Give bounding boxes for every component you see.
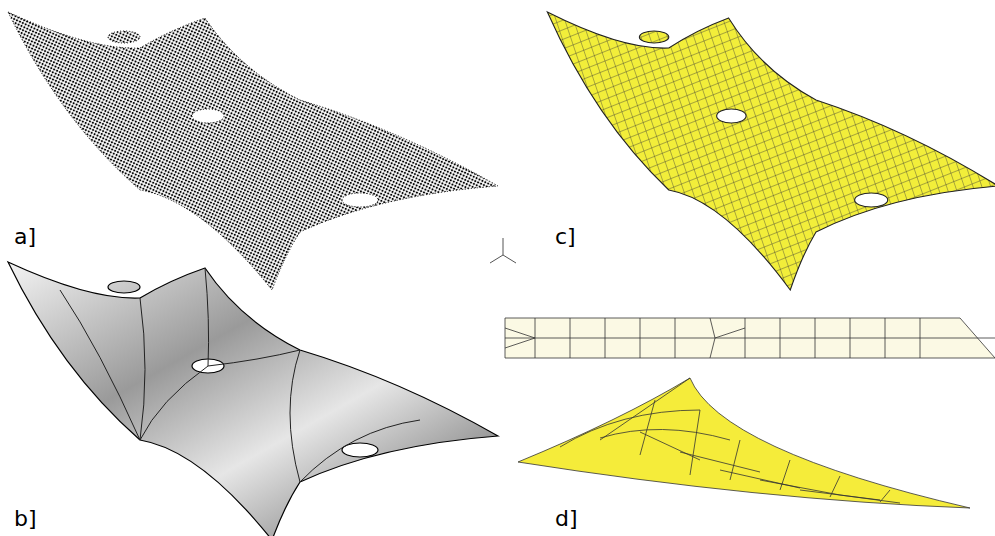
panel-label: c]: [555, 226, 576, 248]
panel-label: b]: [14, 508, 37, 530]
panel-label: a]: [14, 226, 36, 248]
panel-label: d]: [555, 508, 578, 530]
